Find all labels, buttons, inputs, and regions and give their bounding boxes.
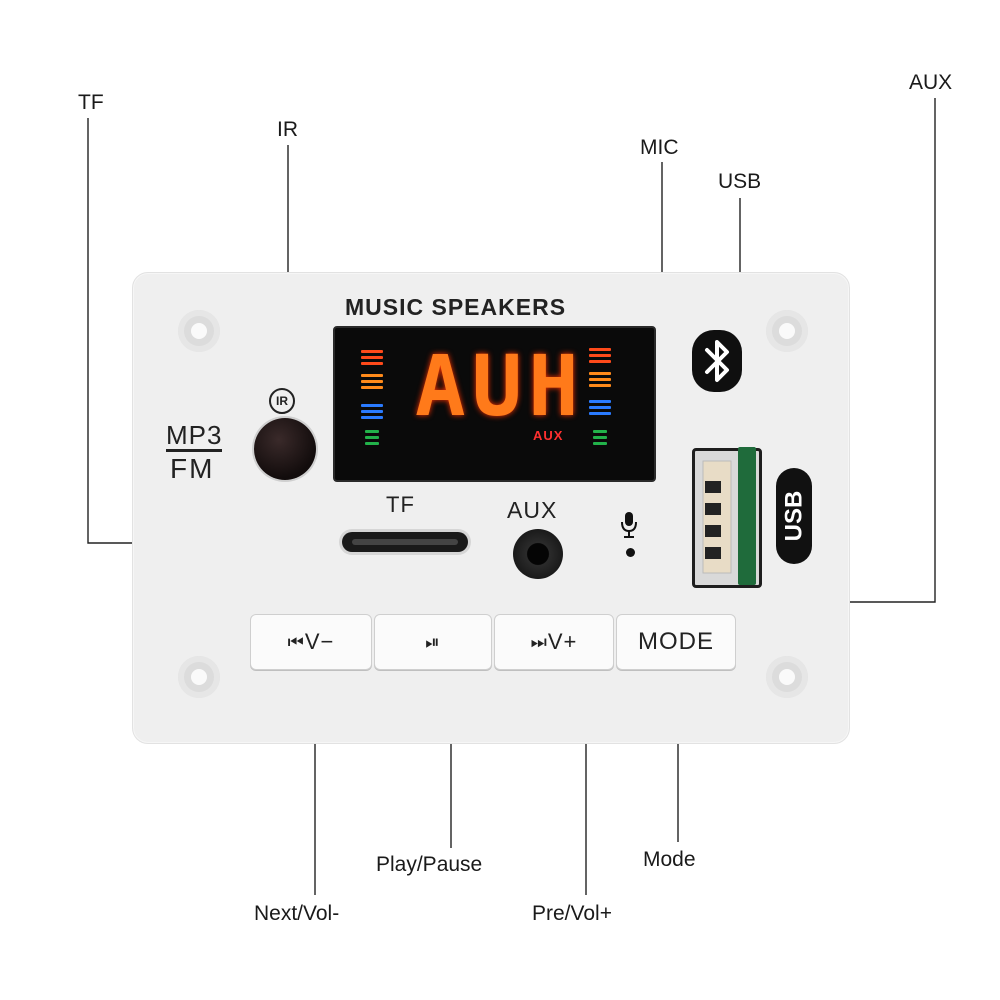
level-bar	[361, 416, 383, 419]
level-bar	[589, 400, 611, 403]
level-bar	[361, 374, 383, 377]
mic-hole	[626, 548, 635, 557]
level-bar	[589, 412, 611, 415]
svg-text:USB: USB	[781, 491, 808, 542]
prev-vol-down-button[interactable]: ⏮ V−	[250, 614, 372, 670]
bluetooth-badge	[692, 330, 742, 392]
button-label: V−	[304, 629, 335, 654]
tf-slot-label: TF	[386, 492, 415, 517]
level-bar	[589, 354, 611, 357]
display-sub-text: AUX	[533, 428, 564, 443]
level-bar	[593, 436, 607, 439]
callout-tf: TF	[78, 91, 104, 114]
button-label: MODE	[638, 628, 714, 655]
mode-button[interactable]: MODE	[616, 614, 736, 670]
mp3-label: MP3	[166, 420, 223, 452]
level-bar	[361, 350, 383, 353]
callout-mic: MIC	[640, 136, 679, 159]
callout-usb: USB	[718, 170, 762, 193]
level-bar	[361, 362, 383, 365]
next-vol-up-button[interactable]: ⏭ V+	[494, 614, 614, 670]
microphone-icon	[621, 512, 637, 538]
ir-receiver-window	[254, 418, 316, 480]
next-track-icon: ⏭	[530, 631, 547, 652]
level-bar	[589, 378, 611, 381]
callout-play-pause: Play/Pause	[376, 853, 483, 876]
level-bar	[589, 360, 611, 363]
callout-next-vol: Next/Vol-	[254, 902, 340, 925]
level-bar	[365, 436, 379, 439]
fm-label: FM	[170, 453, 215, 484]
bluetooth-icon	[705, 340, 729, 382]
level-bar	[589, 348, 611, 351]
button-label: V+	[547, 629, 578, 654]
level-bar	[593, 430, 607, 433]
mount-hole-bottom-right	[766, 656, 808, 698]
mount-hole-top-left	[178, 310, 220, 352]
led-display: AUH AUX	[333, 326, 656, 482]
callout-aux: AUX	[909, 71, 953, 94]
ir-mark: IR	[269, 388, 295, 414]
level-bar	[361, 380, 383, 383]
callout-pre-vol: Pre/Vol+	[532, 902, 612, 925]
aux-jack-label: AUX	[507, 497, 558, 523]
usb-logo: USB	[776, 468, 812, 564]
callout-mode: Mode	[643, 848, 696, 871]
level-bar	[365, 442, 379, 445]
mount-hole-top-right	[766, 310, 808, 352]
mount-hole-bottom-left	[178, 656, 220, 698]
level-bar	[589, 406, 611, 409]
callout-ir: IR	[277, 118, 298, 141]
level-bar	[361, 356, 383, 359]
level-bar	[589, 372, 611, 375]
level-bar	[361, 386, 383, 389]
tf-card-slot[interactable]	[342, 532, 468, 552]
aux-jack[interactable]	[513, 529, 563, 579]
previous-track-icon: ⏮	[287, 631, 304, 652]
level-bar	[589, 384, 611, 387]
board-title: MUSIC SPEAKERS	[345, 294, 567, 320]
play-pause-icon: ⏯	[425, 631, 440, 652]
usb-port-contacts	[702, 460, 732, 574]
level-bar	[361, 410, 383, 413]
level-bar	[361, 404, 383, 407]
usb-pcb-edge	[738, 447, 756, 585]
level-bar	[593, 442, 607, 445]
display-segment-text: AUH	[415, 337, 585, 435]
level-bar	[365, 430, 379, 433]
play-pause-button[interactable]: ⏯	[374, 614, 492, 670]
